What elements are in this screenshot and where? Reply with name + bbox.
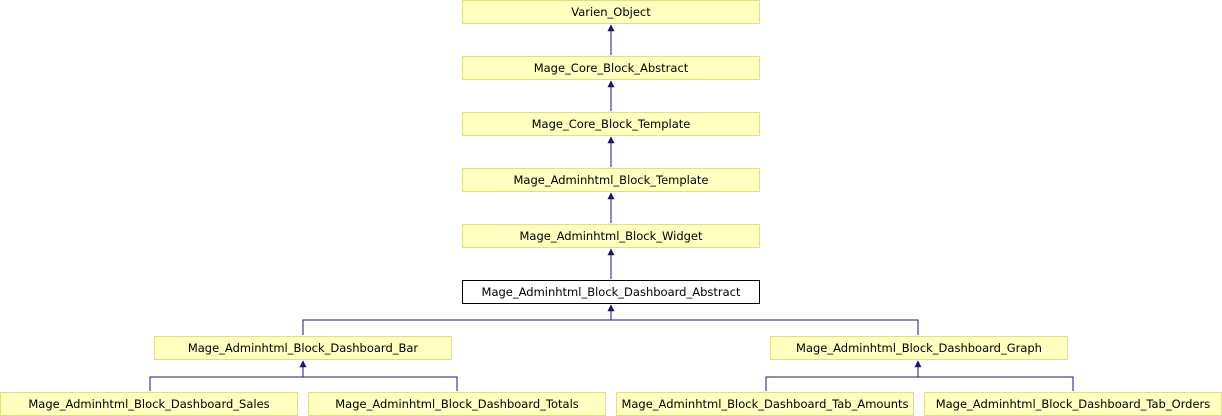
class-node-adminhtml-block-widget[interactable]: Mage_Adminhtml_Block_Widget xyxy=(462,224,760,248)
class-node-dashboard-tab-orders[interactable]: Mage_Adminhtml_Block_Dashboard_Tab_Order… xyxy=(924,392,1222,416)
edge-bar-graph-to-dashboard-abstract xyxy=(302,319,919,335)
class-node-core-block-template[interactable]: Mage_Core_Block_Template xyxy=(462,112,760,136)
class-node-varien-object[interactable]: Varien_Object xyxy=(462,0,760,24)
class-node-adminhtml-block-template[interactable]: Mage_Adminhtml_Block_Template xyxy=(462,168,760,192)
edge-sales-totals-to-bar xyxy=(149,376,458,391)
class-node-core-block-abstract[interactable]: Mage_Core_Block_Abstract xyxy=(462,56,760,80)
class-node-dashboard-bar[interactable]: Mage_Adminhtml_Block_Dashboard_Bar xyxy=(154,336,452,360)
class-node-dashboard-totals[interactable]: Mage_Adminhtml_Block_Dashboard_Totals xyxy=(308,392,606,416)
edge-tabs-to-graph xyxy=(765,376,1074,391)
class-node-dashboard-abstract-current: Mage_Adminhtml_Block_Dashboard_Abstract xyxy=(462,280,760,304)
class-node-dashboard-sales[interactable]: Mage_Adminhtml_Block_Dashboard_Sales xyxy=(0,392,298,416)
class-node-dashboard-tab-amounts[interactable]: Mage_Adminhtml_Block_Dashboard_Tab_Amoun… xyxy=(616,392,914,416)
class-node-dashboard-graph[interactable]: Mage_Adminhtml_Block_Dashboard_Graph xyxy=(770,336,1068,360)
